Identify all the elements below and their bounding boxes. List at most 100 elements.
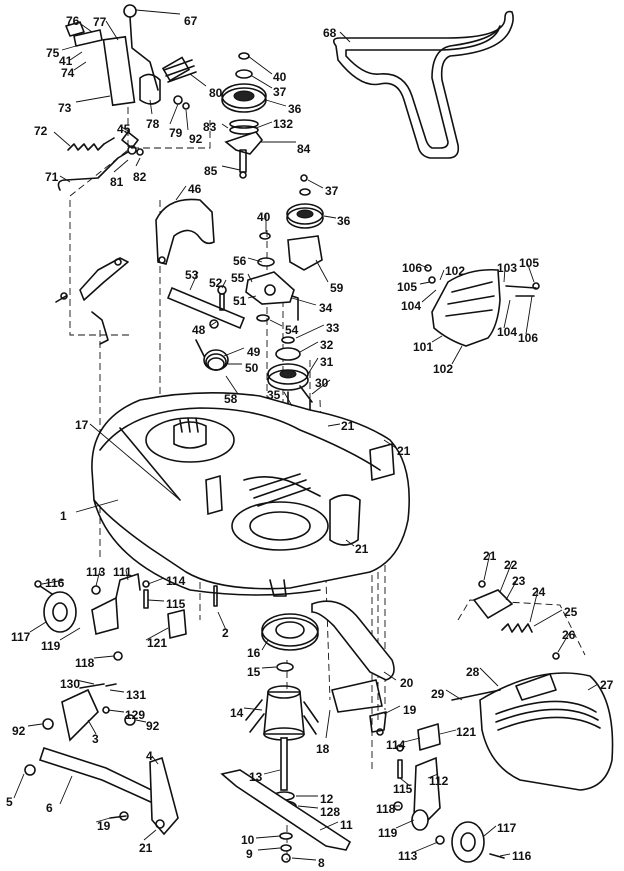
part-callout-21: 21 <box>341 419 355 433</box>
part-callout-71: 71 <box>45 170 59 184</box>
part-callout-103: 103 <box>497 261 517 275</box>
idler-arm-left <box>55 257 129 345</box>
part-callout-121: 121 <box>456 725 476 739</box>
part-callout-31: 31 <box>320 355 334 369</box>
part-callout-3: 3 <box>92 732 99 746</box>
part-callout-26: 26 <box>562 628 576 642</box>
part-callout-132: 132 <box>273 117 293 131</box>
part-callout-37: 37 <box>273 85 287 99</box>
part-callout-106: 106 <box>402 261 422 275</box>
part-callout-16: 16 <box>247 646 261 660</box>
part-callout-8: 8 <box>318 856 325 870</box>
part-callout-130: 130 <box>60 677 80 691</box>
part-callout-19: 19 <box>97 819 111 833</box>
part-callout-30: 30 <box>315 376 329 390</box>
part-callout-14: 14 <box>230 706 244 720</box>
part-callout-33: 33 <box>326 321 340 335</box>
part-callout-80: 80 <box>209 86 223 100</box>
part-callout-10: 10 <box>241 833 255 847</box>
part-callout-48: 48 <box>192 323 206 337</box>
part-callout-55: 55 <box>231 271 245 285</box>
part-callout-17: 17 <box>75 418 89 432</box>
part-callout-32: 32 <box>320 338 334 352</box>
part-callout-102: 102 <box>433 362 453 376</box>
right-gauge-wheel-assembly <box>393 723 505 863</box>
part-callout-78: 78 <box>146 117 160 131</box>
part-callout-112: 112 <box>429 774 449 788</box>
part-callout-79: 79 <box>169 126 183 140</box>
part-callout-5: 5 <box>6 795 13 809</box>
center-pulley-stack <box>259 174 324 271</box>
part-callout-76: 76 <box>66 14 80 28</box>
part-callout-67: 67 <box>184 14 198 28</box>
part-callout-75: 75 <box>46 46 60 60</box>
part-callout-117: 117 <box>11 630 31 644</box>
discharge-shield <box>424 264 540 347</box>
part-callout-18: 18 <box>316 742 330 756</box>
part-callout-115: 115 <box>166 597 186 611</box>
part-callout-28: 28 <box>466 665 480 679</box>
lift-lever-assembly <box>65 4 197 110</box>
part-callout-102: 102 <box>445 264 465 278</box>
part-callout-52: 52 <box>209 276 223 290</box>
part-callout-54: 54 <box>285 323 299 337</box>
part-callout-12: 12 <box>320 792 334 806</box>
part-callout-24: 24 <box>532 585 546 599</box>
mower-deck-housing <box>91 392 410 597</box>
part-callout-37: 37 <box>325 184 339 198</box>
part-callout-40: 40 <box>257 210 271 224</box>
part-callout-92: 92 <box>146 719 160 733</box>
part-callout-119: 119 <box>378 826 398 840</box>
part-callout-85: 85 <box>204 164 218 178</box>
part-callout-131: 131 <box>126 688 146 702</box>
part-callout-105: 105 <box>397 280 417 294</box>
part-callout-29: 29 <box>431 687 445 701</box>
spindle-pulley <box>267 336 313 421</box>
part-callout-101: 101 <box>413 340 433 354</box>
drive-belt <box>332 10 514 159</box>
part-callout-77: 77 <box>93 15 107 29</box>
spindle-and-blade-assembly <box>213 585 352 863</box>
part-callout-53: 53 <box>185 268 199 282</box>
part-callout-46: 46 <box>188 182 202 196</box>
part-callout-119: 119 <box>41 639 61 653</box>
part-callout-1: 1 <box>60 509 67 523</box>
part-callout-59: 59 <box>330 281 344 295</box>
part-callout-105: 105 <box>519 256 539 270</box>
part-callout-6: 6 <box>46 801 53 815</box>
part-callout-49: 49 <box>247 345 261 359</box>
part-callout-113: 113 <box>86 565 106 579</box>
part-callout-45: 45 <box>117 122 131 136</box>
part-callout-25: 25 <box>564 605 578 619</box>
part-callout-118: 118 <box>376 802 396 816</box>
torsion-spring <box>195 339 229 371</box>
part-callout-34: 34 <box>319 301 333 315</box>
part-callout-56: 56 <box>233 254 247 268</box>
part-callout-73: 73 <box>58 101 72 115</box>
belt-guard-cover <box>155 198 215 265</box>
part-callout-104: 104 <box>401 299 421 313</box>
spring-and-linkage-rod <box>57 131 144 191</box>
part-callout-58: 58 <box>224 392 238 406</box>
part-callout-21: 21 <box>397 444 411 458</box>
part-callout-41: 41 <box>59 54 73 68</box>
part-callout-68: 68 <box>323 26 337 40</box>
part-callout-51: 51 <box>233 294 247 308</box>
part-callout-116: 116 <box>512 849 532 863</box>
part-callout-83: 83 <box>203 120 217 134</box>
part-callout-22: 22 <box>504 558 518 572</box>
part-callout-129: 129 <box>125 708 145 722</box>
part-callout-74: 74 <box>61 66 75 80</box>
part-callout-9: 9 <box>246 847 253 861</box>
part-callout-36: 36 <box>337 214 351 228</box>
left-gauge-wheel-assembly <box>34 573 187 661</box>
upper-pulley-stack <box>221 52 267 179</box>
part-callout-81: 81 <box>110 175 124 189</box>
part-callout-104: 104 <box>497 325 517 339</box>
part-callout-21: 21 <box>139 841 153 855</box>
part-callout-72: 72 <box>34 124 48 138</box>
part-callout-21: 21 <box>355 542 369 556</box>
part-callout-23: 23 <box>512 574 526 588</box>
part-callout-36: 36 <box>288 102 302 116</box>
